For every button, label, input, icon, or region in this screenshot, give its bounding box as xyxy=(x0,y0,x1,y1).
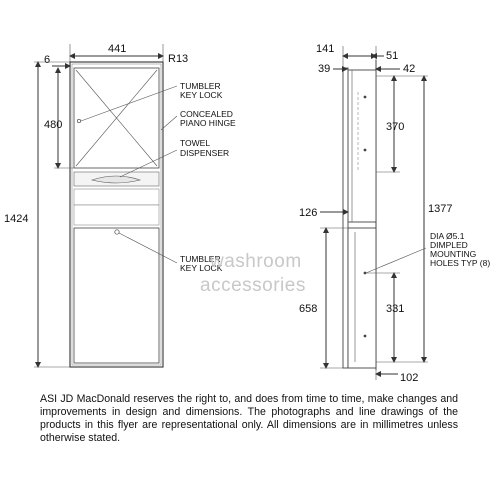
dim-102-text: 102 xyxy=(400,372,418,384)
callout-top-lock-line2: KEY LOCK xyxy=(180,90,223,100)
callout-holes-line4: HOLES TYP (8) xyxy=(430,258,490,268)
callout-hinge-line2: PIANO HINGE xyxy=(180,118,236,128)
callout-bottom-lock-line1: TUMBLER xyxy=(180,254,221,264)
dim-141-text: 141 xyxy=(316,43,334,55)
callout-bottom-lock-line2: KEY LOCK xyxy=(180,263,223,273)
dim-6-text: 6 xyxy=(44,54,50,66)
callout-holes-leader xyxy=(365,247,427,274)
callout-towel-leader xyxy=(119,149,178,178)
callout-towel-line2: DISPENSER xyxy=(180,148,229,158)
watermark-line1: washroom xyxy=(209,251,302,272)
dim-441-text: 441 xyxy=(108,43,126,55)
callout-bottom-lock-leader xyxy=(118,232,178,264)
dim-658-text: 658 xyxy=(299,303,317,315)
front-view: 441 R13 6 480 1424 TUMBLER KEY LOCK CONC… xyxy=(4,43,236,368)
upper-lock xyxy=(76,118,82,124)
callout-top-lock-leader xyxy=(80,85,178,122)
mounting-hole-3 xyxy=(363,95,367,99)
cabinet-inner-outline xyxy=(71,63,162,366)
dim-42-text: 42 xyxy=(403,63,415,75)
callout-holes-line2: DIMPLED xyxy=(430,240,468,250)
dispenser-slot xyxy=(90,175,142,184)
watermark: washroom accessories xyxy=(200,251,306,296)
side-view: 141 51 39 42 370 1377 126 658 331 xyxy=(299,43,490,384)
callout-holes-line1: DIA Ø5.1 xyxy=(430,231,465,241)
dispenser-tray xyxy=(73,204,160,226)
dim-r13-text: R13 xyxy=(168,53,188,65)
watermark-line2: accessories xyxy=(200,275,306,296)
callout-towel-line1: TOWEL xyxy=(180,138,210,148)
mounting-hole-4 xyxy=(363,148,367,152)
callout-holes-line3: MOUNTING xyxy=(430,249,476,259)
waste-door xyxy=(73,227,160,364)
recessed-body-upper xyxy=(346,69,377,223)
dim-1377-text: 1377 xyxy=(428,203,452,215)
dim-480-text: 480 xyxy=(44,119,62,131)
dim-331-text: 331 xyxy=(386,303,404,315)
callout-top-lock-line1: TUMBLER xyxy=(180,81,221,91)
dim-370-text: 370 xyxy=(386,121,404,133)
door-diagonal-b xyxy=(75,69,158,167)
lower-lock xyxy=(114,229,120,235)
disclaimer-text: ASI JD MacDonald reserves the right to, … xyxy=(40,393,458,444)
dim-51-text: 51 xyxy=(386,50,398,62)
dim-1424-text: 1424 xyxy=(4,213,28,225)
mounting-hole-2 xyxy=(363,334,367,338)
callout-hinge-leader xyxy=(160,115,178,131)
dim-39-text: 39 xyxy=(318,63,330,75)
front-flange xyxy=(342,67,349,369)
callout-hinge-line1: CONCEALED xyxy=(180,109,233,119)
recessed-body-lower xyxy=(347,227,377,369)
dispenser-lower-panel xyxy=(73,188,160,206)
dim-126-text: 126 xyxy=(299,207,317,219)
